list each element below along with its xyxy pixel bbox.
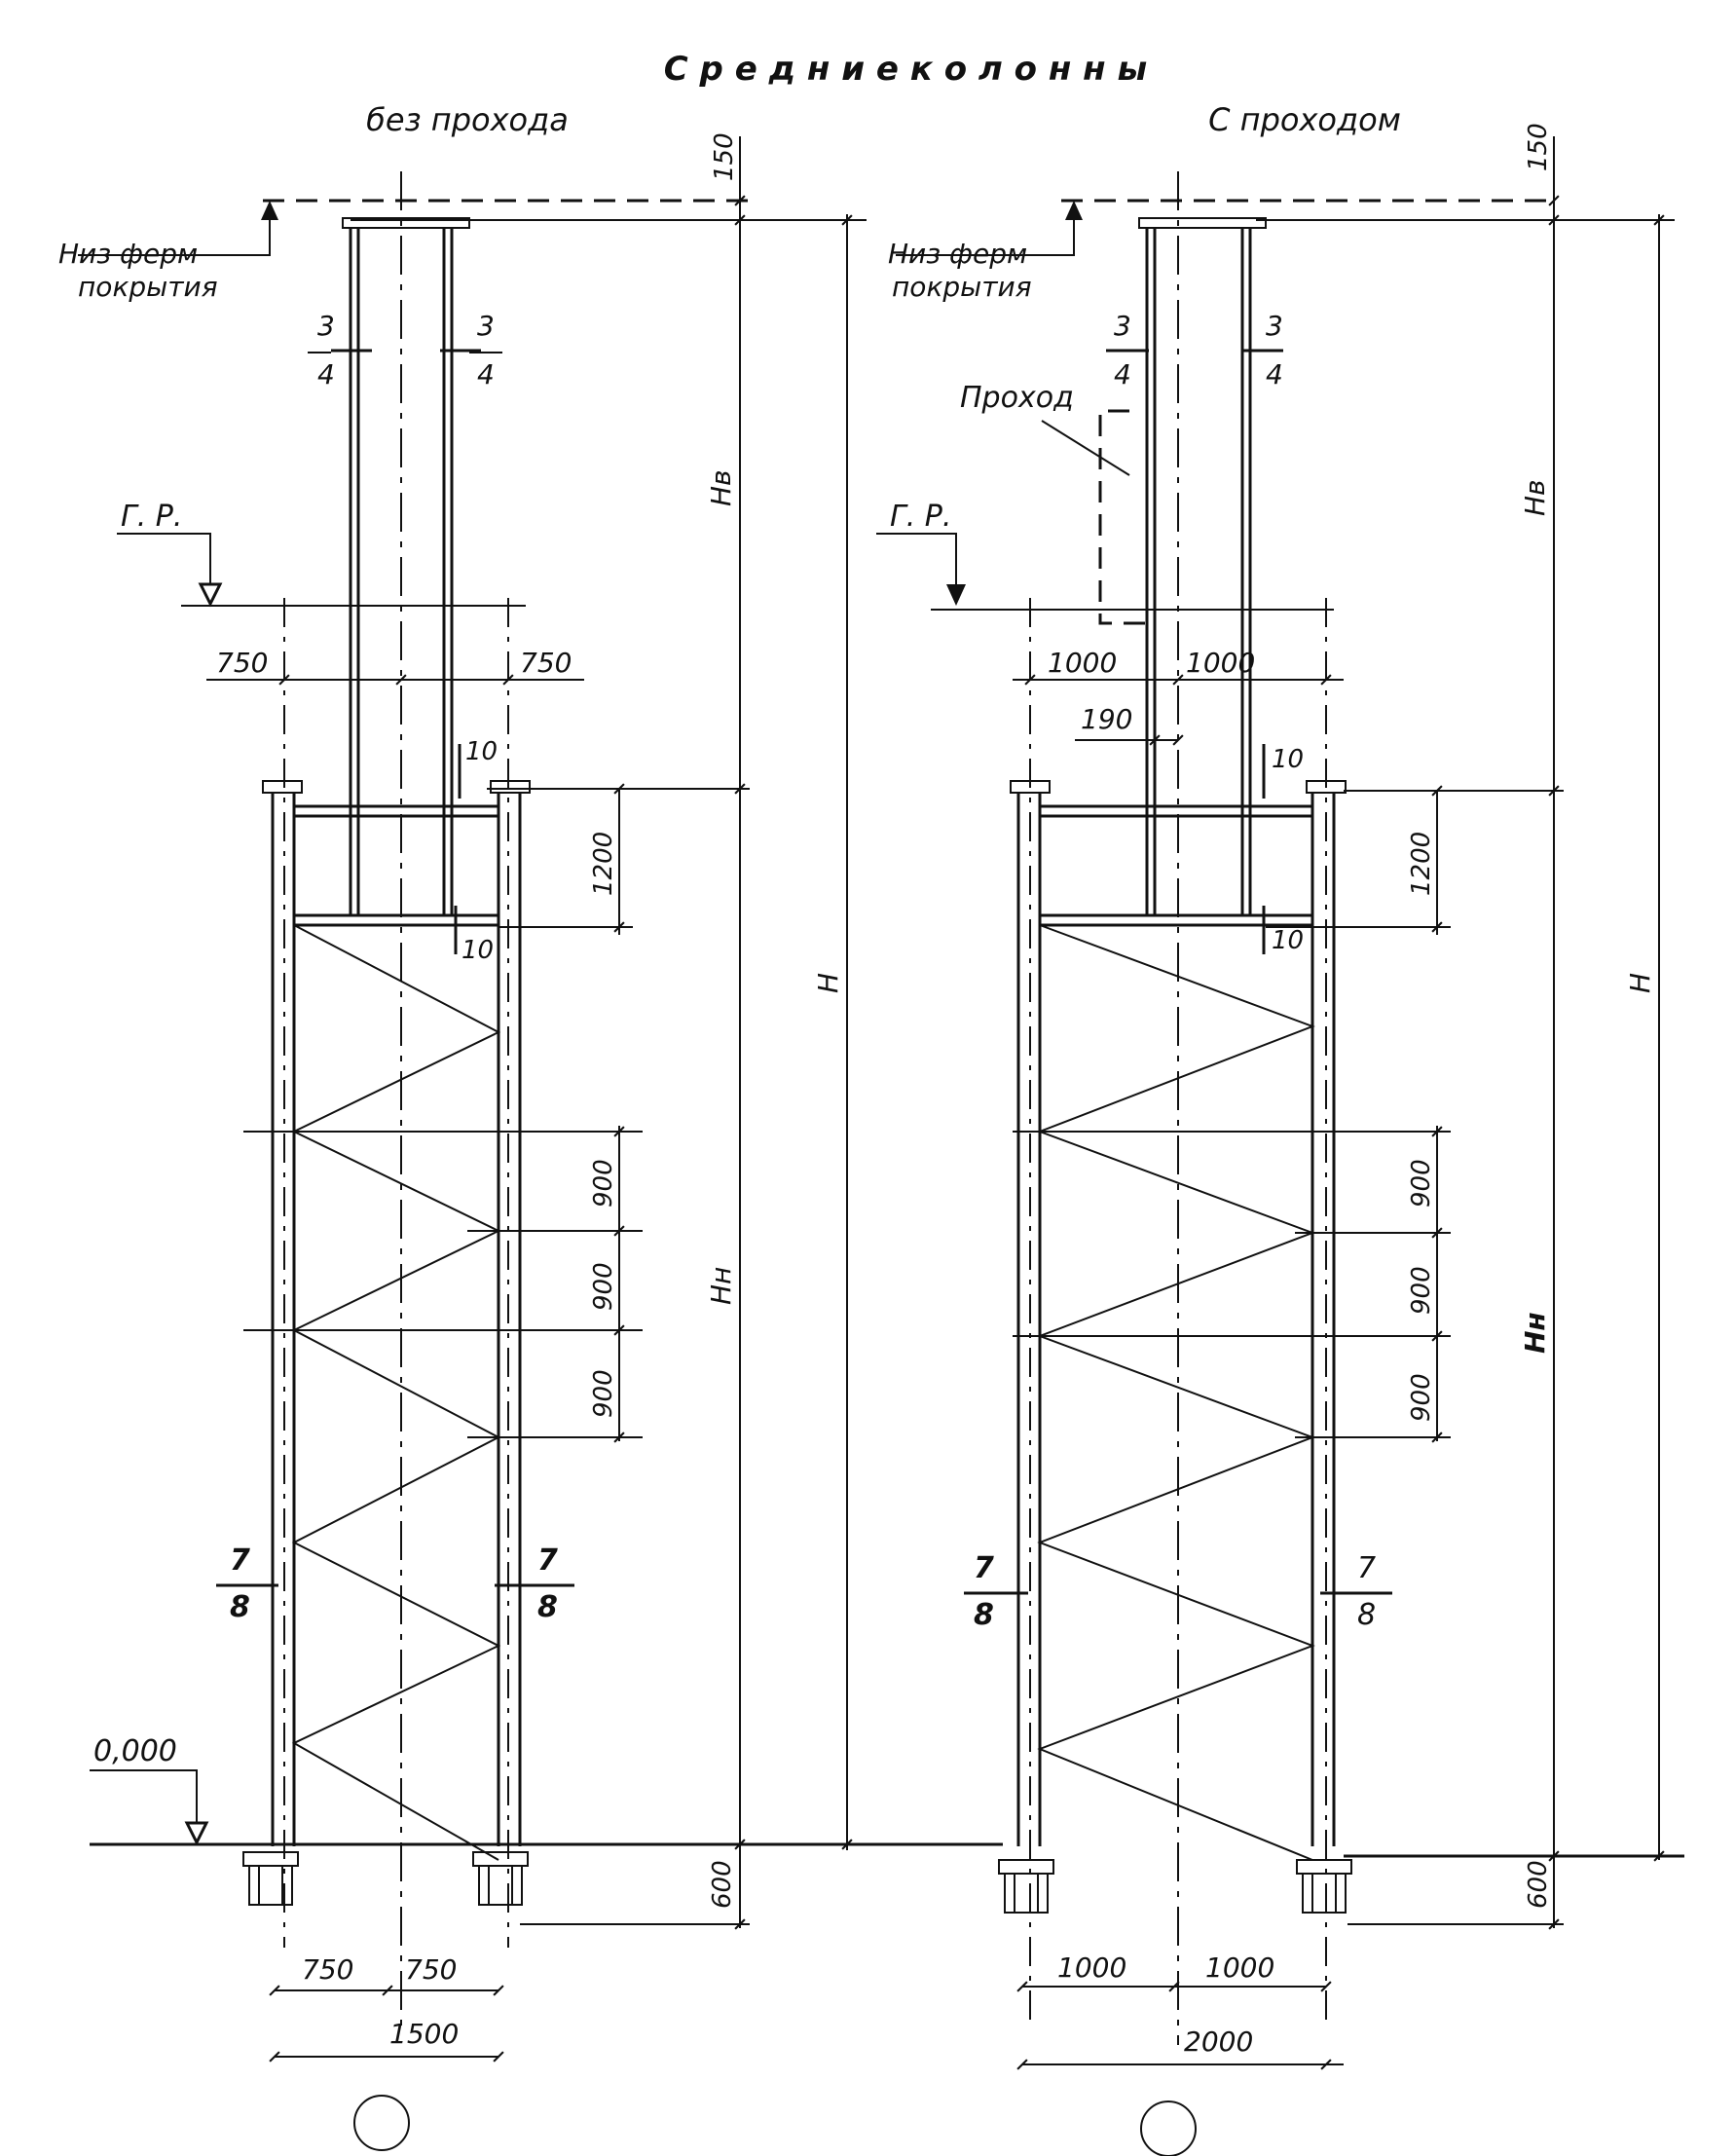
left-dim-600: 600 bbox=[708, 1860, 737, 1909]
left-dim-hn: Нн bbox=[705, 1267, 737, 1305]
left-branch-b-cap bbox=[490, 780, 531, 794]
left-dim-hv: Нв bbox=[705, 469, 737, 506]
right-dim-600: 600 bbox=[1524, 1860, 1553, 1909]
left-dim-900-2: 900 bbox=[589, 1262, 618, 1311]
left-branch-a-cap bbox=[262, 780, 303, 794]
left-dim-150: 150 bbox=[710, 132, 739, 181]
right-dim-1000-top-right: 1000 bbox=[1186, 647, 1255, 679]
left-section-b-right-bottom: 8 bbox=[537, 1590, 558, 1624]
right-passage-label: Проход bbox=[960, 381, 1074, 415]
left-dim-10-top: 10 bbox=[465, 737, 498, 766]
right-dim-1200: 1200 bbox=[1407, 832, 1436, 896]
left-dim-900-3: 900 bbox=[589, 1369, 618, 1418]
right-branch-a-cap bbox=[1010, 780, 1051, 794]
right-dim-total: 2000 bbox=[1184, 2026, 1253, 2058]
left-section-a-left-bottom: 4 bbox=[317, 358, 335, 390]
left-truss-label-1: Низ ферм bbox=[58, 238, 198, 270]
left-dim-750-bottom-left: 750 bbox=[302, 1953, 353, 1986]
left-zero-level-label: 0,000 bbox=[93, 1734, 177, 1768]
left-base-b bbox=[478, 1865, 523, 1906]
right-passage-outline bbox=[1098, 409, 1147, 625]
right-dim-900-2: 900 bbox=[1407, 1266, 1436, 1315]
right-base-a-plate bbox=[998, 1859, 1054, 1875]
left-section-a-left-top: 3 bbox=[317, 310, 335, 342]
left-section-b-left-bottom: 8 bbox=[230, 1590, 250, 1624]
page-title: С р е д н и е к о л о н н ы bbox=[664, 50, 1148, 89]
right-lattice bbox=[1037, 924, 1315, 1861]
left-subtitle: без прохода bbox=[366, 101, 569, 138]
right-truss-leader bbox=[896, 220, 1075, 256]
right-truss-level-marker bbox=[1065, 201, 1083, 220]
right-dim-900-3: 900 bbox=[1407, 1373, 1436, 1422]
left-truss-level-marker bbox=[261, 201, 278, 220]
right-section-a-right-bottom: 4 bbox=[1266, 358, 1283, 390]
left-dim-750-bottom-right: 750 bbox=[405, 1953, 457, 1986]
left-truss-label-2: покрытия bbox=[78, 271, 218, 303]
right-section-a-left-top: 3 bbox=[1114, 310, 1131, 342]
right-base-b-plate bbox=[1296, 1859, 1352, 1875]
left-crane-rail-leader bbox=[117, 533, 211, 584]
right-dim-hv: Нв bbox=[1519, 479, 1551, 516]
right-axis-bubble bbox=[1140, 2100, 1197, 2156]
right-dim-1000-top-left: 1000 bbox=[1048, 647, 1117, 679]
right-dim-h: Н bbox=[1624, 973, 1656, 993]
right-truss-label-2: покрытия bbox=[892, 271, 1032, 303]
right-base-b bbox=[1302, 1873, 1347, 1914]
right-dim-900-1: 900 bbox=[1407, 1159, 1436, 1208]
right-dim-190: 190 bbox=[1081, 703, 1132, 735]
right-passage-leader bbox=[1041, 420, 1130, 476]
left-dim-900-1: 900 bbox=[589, 1159, 618, 1208]
right-crane-rail-label: Г. Р. bbox=[890, 500, 951, 534]
left-top-plate bbox=[342, 217, 470, 229]
right-section-b-left-top: 7 bbox=[974, 1551, 994, 1585]
left-dim-750-top-right: 750 bbox=[520, 647, 572, 679]
left-lattice bbox=[291, 924, 501, 1861]
right-section-b-left-bottom: 8 bbox=[974, 1598, 994, 1632]
left-section-b-right-top: 7 bbox=[537, 1543, 558, 1578]
right-column-drawing: С проходом Низ ферм покрытия 3 4 3 4 Про… bbox=[876, 101, 1684, 2156]
left-dim-750-top-left: 750 bbox=[216, 647, 268, 679]
right-dim-10-bottom: 10 bbox=[1272, 926, 1304, 955]
right-top-plate bbox=[1138, 217, 1267, 229]
right-dim-10-top: 10 bbox=[1272, 745, 1304, 774]
left-section-a-right-top: 3 bbox=[477, 310, 495, 342]
left-truss-leader bbox=[78, 220, 271, 256]
right-crane-rail-marker bbox=[946, 584, 966, 606]
right-section-b-right-bottom: 8 bbox=[1357, 1598, 1376, 1632]
left-section-b-left-top: 7 bbox=[230, 1543, 250, 1578]
right-truss-label-1: Низ ферм bbox=[888, 238, 1027, 270]
left-crane-rail-marker bbox=[198, 582, 223, 608]
right-dim-150: 150 bbox=[1524, 123, 1553, 171]
left-axis-bubble bbox=[353, 2095, 410, 2151]
left-crane-rail-label: Г. Р. bbox=[121, 500, 182, 534]
left-base-b-plate bbox=[472, 1851, 529, 1867]
left-dim-10-bottom: 10 bbox=[461, 936, 494, 965]
left-base-a-plate bbox=[242, 1851, 299, 1867]
right-branch-b-cap bbox=[1306, 780, 1347, 794]
left-dim-1200: 1200 bbox=[589, 832, 618, 896]
left-base-a bbox=[248, 1865, 293, 1906]
right-dim-1000-bottom-right: 1000 bbox=[1205, 1952, 1274, 1984]
right-section-b-right-top: 7 bbox=[1357, 1551, 1376, 1585]
left-zero-marker bbox=[184, 1821, 209, 1846]
right-crane-rail-leader bbox=[876, 533, 957, 584]
left-zero-leader bbox=[90, 1769, 198, 1823]
right-dim-1000-bottom-left: 1000 bbox=[1057, 1952, 1126, 1984]
right-base-a bbox=[1004, 1873, 1049, 1914]
right-subtitle: С проходом bbox=[1208, 101, 1401, 138]
left-section-a-right-bottom: 4 bbox=[477, 358, 495, 390]
left-dim-total: 1500 bbox=[389, 2018, 459, 2050]
right-dim-hn: Нн bbox=[1519, 1312, 1551, 1354]
left-dim-h: Н bbox=[812, 973, 844, 993]
left-column-drawing: без прохода Низ ферм покрытия 3 4 3 4 Г.… bbox=[58, 101, 1003, 2151]
right-section-a-right-top: 3 bbox=[1266, 310, 1283, 342]
right-section-a-left-bottom: 4 bbox=[1114, 358, 1131, 390]
